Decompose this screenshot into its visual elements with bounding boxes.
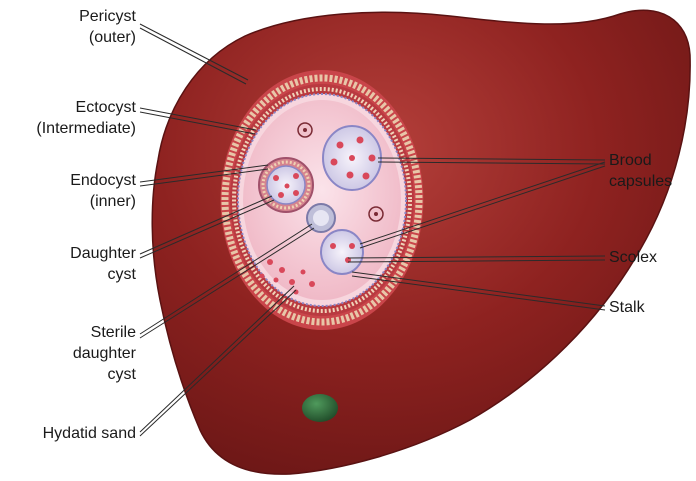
scolex-small-right	[369, 207, 383, 221]
daughter-cyst	[259, 158, 313, 212]
gallbladder	[302, 394, 338, 422]
brood-capsule	[323, 126, 381, 190]
label-scolex: Scolex	[609, 247, 695, 268]
label-pericyst: Pericyst(outer)	[30, 6, 136, 48]
label-endocyst: Endocyst(inner)	[30, 170, 136, 212]
label-stalk: Stalk	[609, 297, 695, 318]
scolex-small-top	[298, 123, 312, 137]
label-ectocyst: Ectocyst(Intermediate)	[4, 97, 136, 139]
brood-capsule-lower	[321, 230, 363, 274]
label-hydatid-sand: Hydatid sand	[4, 423, 136, 444]
sterile-daughter-cyst	[307, 204, 335, 232]
